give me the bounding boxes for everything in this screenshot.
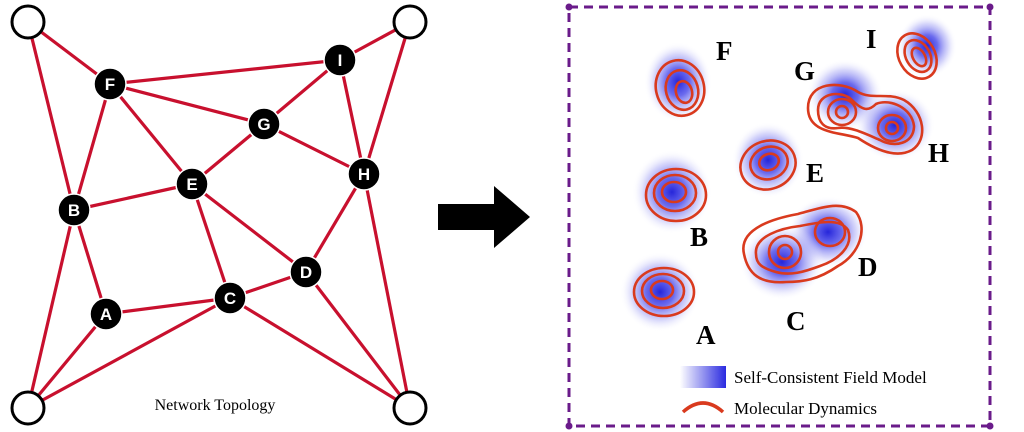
network-node-label: G [257, 115, 270, 134]
edge-F-I [109, 58, 341, 86]
terminal-node-br [392, 390, 428, 426]
edge-TR-H [362, 21, 412, 175]
cluster-label-G: G [794, 56, 815, 86]
frame-corner [986, 3, 994, 11]
density-blob-E [732, 122, 804, 198]
scf-density-blobs [620, 14, 957, 332]
md-contours [632, 32, 938, 318]
cluster-label-C: C [786, 306, 806, 336]
network-node-circle [323, 43, 357, 77]
network-topology-caption: Network Topology [155, 397, 276, 414]
contour-A [632, 266, 696, 318]
contour-F [654, 58, 706, 118]
frame-corner [565, 3, 573, 11]
contour-GH [806, 83, 924, 155]
edge-F-E [108, 82, 194, 186]
contour-CD [742, 204, 863, 284]
transform-arrow-icon [438, 186, 530, 248]
contour-B [644, 167, 708, 223]
network-node-label: I [338, 51, 343, 70]
network-node-circle [247, 107, 281, 141]
network-node-label: E [186, 175, 197, 194]
edge-E-B [73, 182, 193, 212]
edge-F-B [72, 83, 112, 211]
edge-E-D [191, 182, 307, 274]
network-node-G: G [247, 107, 281, 141]
legend-scf-label: Self-Consistent Field Model [734, 368, 927, 387]
edge-G-H [263, 122, 365, 176]
legend: Self-Consistent Field Model Molecular Dy… [680, 366, 927, 418]
network-node-H: H [347, 157, 381, 191]
density-blob-A [620, 252, 700, 332]
network-node-circle [57, 193, 91, 227]
network-node-F: F [93, 67, 127, 101]
network-node-circle [347, 157, 381, 191]
cluster-label-D: D [858, 252, 878, 282]
network-topology-panel: F I G E H B D A C Network Topology [10, 4, 428, 426]
network-node-E: E [175, 167, 209, 201]
frame-corner [565, 422, 573, 430]
cluster-label-I: I [866, 24, 877, 54]
network-nodes: F I G E H B D A C [57, 43, 381, 331]
network-node-circle [175, 167, 209, 201]
cluster-label-F: F [716, 36, 733, 66]
network-node-label: B [68, 201, 80, 220]
edge-E-C [190, 183, 232, 299]
cluster-label-E: E [806, 158, 824, 188]
cluster-labels: F I G H E B D A C [690, 24, 949, 350]
network-node-circle [89, 297, 123, 331]
network-node-label: D [300, 263, 312, 282]
terminal-node-tr [392, 4, 428, 40]
network-node-label: C [224, 289, 236, 308]
cluster-label-A: A [696, 320, 716, 350]
edge-H-BR [362, 173, 412, 409]
contour-I [896, 32, 938, 80]
network-node-label: H [358, 165, 370, 184]
network-node-circle [213, 281, 247, 315]
network-node-I: I [323, 43, 357, 77]
edge-I-H [338, 59, 366, 175]
contour-E [739, 139, 797, 191]
legend-scf-swatch [680, 366, 726, 388]
edge-F-G [109, 82, 265, 126]
edge-A-BL [26, 312, 108, 410]
density-blob-B [632, 150, 712, 234]
edge-C-BR [229, 296, 411, 410]
edge-C-BL [27, 296, 231, 410]
network-node-A: A [89, 297, 123, 331]
network-terminals [10, 4, 428, 426]
network-node-label: A [100, 305, 112, 324]
density-map-panel: F I G H E B D A C Self-Consistent Field … [565, 3, 994, 430]
network-node-circle [93, 67, 127, 101]
edge-A-C [105, 296, 231, 316]
edge-TL-B [26, 21, 76, 211]
edge-B-A [72, 209, 108, 315]
network-node-label: F [105, 75, 115, 94]
network-node-B: B [57, 193, 91, 227]
edge-D-BR [304, 271, 412, 409]
cluster-label-H: H [928, 138, 949, 168]
panel-frame [567, 5, 992, 428]
edge-H-D [304, 173, 366, 273]
network-node-D: D [289, 255, 323, 289]
legend-md-arc-icon [681, 401, 725, 414]
network-node-circle [289, 255, 323, 289]
network-node-C: C [213, 281, 247, 315]
density-blob-H [855, 89, 935, 161]
edge-B-BL [26, 209, 76, 409]
frame-corner [986, 422, 994, 430]
network-edges [26, 20, 412, 410]
cluster-label-B: B [690, 222, 708, 252]
legend-md-label: Molecular Dynamics [734, 399, 877, 418]
terminal-node-bl [10, 390, 46, 426]
terminal-node-tl [10, 4, 46, 40]
